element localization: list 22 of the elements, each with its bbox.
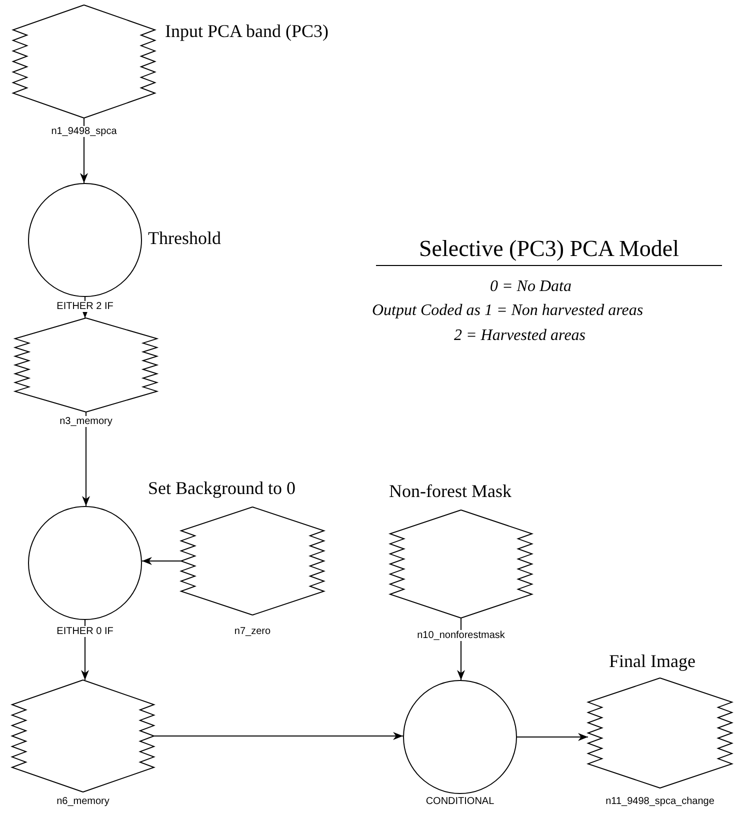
legend-note: 0 = No Data <box>490 278 572 296</box>
legend-note: Output Coded as 1 = Non harvested areas <box>372 302 644 320</box>
node-heading: Threshold <box>148 228 221 249</box>
node-label: n7_zero <box>233 626 272 637</box>
arrow <box>154 732 404 740</box>
node-label: CONDITIONAL <box>424 796 496 807</box>
node-label: n10_nonforestmask <box>416 630 506 641</box>
node-label: EITHER 2 IF <box>56 301 114 312</box>
arrow <box>82 412 90 506</box>
legend-note: 2 = Harvested areas <box>454 327 586 345</box>
node-heading: Set Background to 0 <box>148 478 296 499</box>
node-label: n3_memory <box>58 416 114 427</box>
arrow <box>142 557 182 565</box>
node-label: n11_9498_spca_change <box>604 796 716 807</box>
node-label: EITHER 0 IF <box>56 626 114 637</box>
node-label: n1_9498_spca <box>50 126 118 137</box>
node-heading: Non-forest Mask <box>389 481 512 502</box>
arrow <box>516 733 588 741</box>
node-label: n6_memory <box>56 796 110 807</box>
diagram-title: Selective (PC3) PCA Model <box>376 236 722 266</box>
node-heading: Input PCA band (PC3) <box>165 21 329 42</box>
node-heading: Final Image <box>609 651 696 672</box>
